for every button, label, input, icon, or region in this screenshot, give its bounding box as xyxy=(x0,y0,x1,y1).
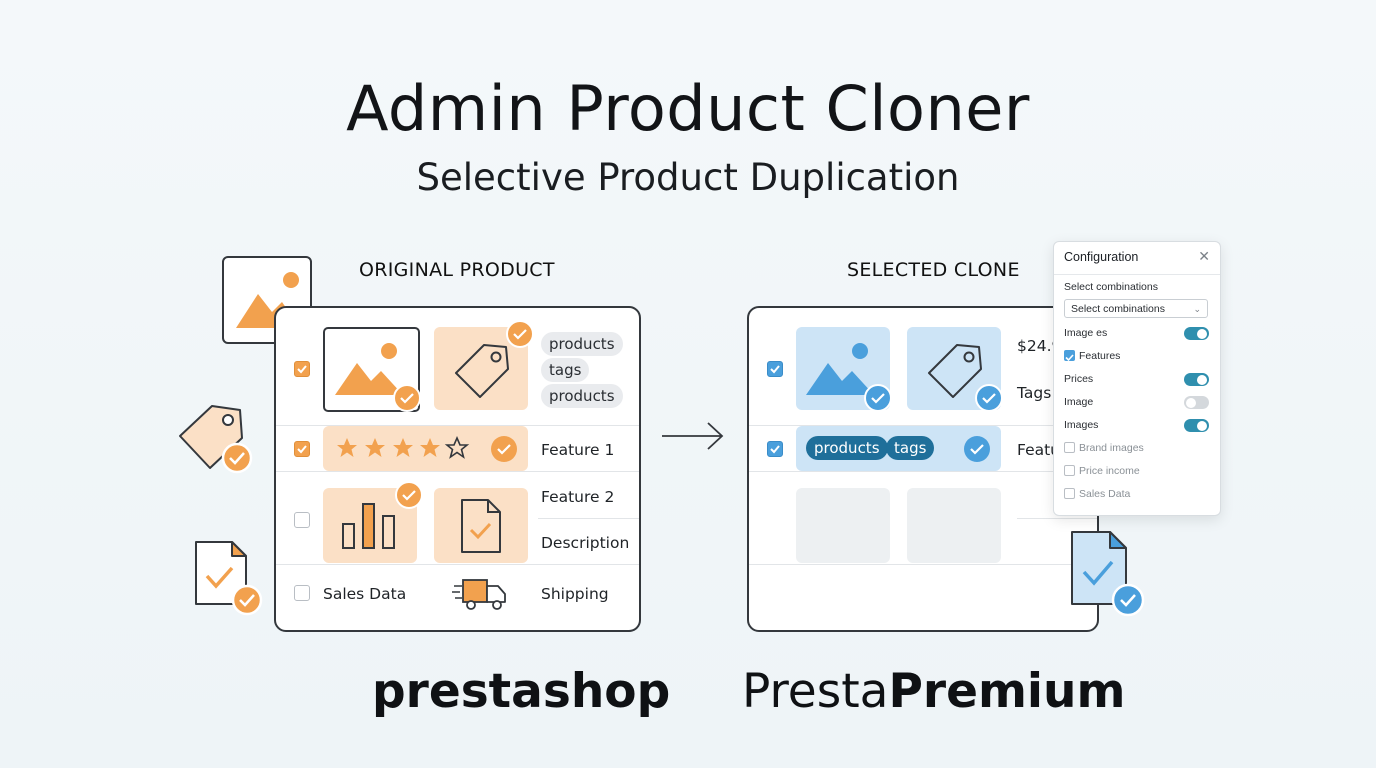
original-product-card: products tags products Feature 1 xyxy=(274,306,641,632)
close-icon[interactable]: ✕ xyxy=(1198,248,1210,264)
clone-image-tile[interactable] xyxy=(796,327,892,412)
clone-price: $24.9 xyxy=(1017,337,1062,355)
selected-clone-card: $24.9 Tags products tags Featu xyxy=(747,306,1099,632)
option-sales-data-label: Sales Data xyxy=(1079,488,1131,500)
prestashop-logo: prestashop xyxy=(372,664,671,719)
check-circle-icon xyxy=(964,436,990,462)
floating-document-icon xyxy=(192,538,264,616)
clone-tag-tile[interactable] xyxy=(907,327,1003,412)
clone-feature-label: Featu xyxy=(1017,441,1061,459)
feature-2-checkbox[interactable] xyxy=(294,512,310,528)
prices-toggle[interactable] xyxy=(1184,373,1209,386)
prestapremium-logo: PrestaPremium xyxy=(742,664,1125,719)
check-badge-icon xyxy=(975,384,1003,412)
clone-feature-checkbox[interactable] xyxy=(767,441,783,457)
arrow-right-icon xyxy=(660,420,726,452)
check-badge-icon xyxy=(506,320,534,348)
tag-pill: tags xyxy=(541,358,590,382)
logo-presta-text: Presta xyxy=(742,664,889,719)
sales-data-option-checkbox[interactable] xyxy=(1064,488,1075,499)
tag-pill: products xyxy=(806,436,888,460)
tag-pill: products xyxy=(541,332,623,356)
image-checkbox[interactable] xyxy=(294,361,310,377)
check-badge-icon xyxy=(395,481,423,509)
clone-image-checkbox[interactable] xyxy=(767,361,783,377)
image-tile[interactable] xyxy=(323,327,421,412)
chevron-down-icon: ⌄ xyxy=(1193,304,1201,314)
select-combinations-value: Select combinations xyxy=(1071,303,1165,315)
floating-tag-icon xyxy=(172,398,262,478)
features-checkbox[interactable] xyxy=(1064,350,1075,362)
clone-tags-label: Tags xyxy=(1017,384,1052,402)
rating-tile[interactable] xyxy=(323,426,528,471)
select-combinations-label: Select combinations xyxy=(1064,281,1158,293)
feature-1-label: Feature 1 xyxy=(541,441,615,459)
document-tile[interactable] xyxy=(434,488,528,563)
select-combinations-dropdown[interactable]: Select combinations ⌄ xyxy=(1064,299,1208,318)
clone-tags-tile[interactable]: products tags xyxy=(796,426,1001,471)
empty-slot xyxy=(907,488,1001,563)
configuration-header: Configuration ✕ xyxy=(1054,242,1220,275)
option-image-label: Image xyxy=(1064,396,1094,408)
shipping-label: Shipping xyxy=(541,585,609,603)
option-features-label: Features xyxy=(1079,350,1121,362)
option-price-income-label: Price income xyxy=(1079,465,1140,477)
rating-stars-icon xyxy=(337,435,517,462)
tag-pill: tags xyxy=(886,436,935,460)
original-product-label: ORIGINAL PRODUCT xyxy=(359,259,555,281)
option-images-label: Image es xyxy=(1064,327,1108,339)
price-income-checkbox[interactable] xyxy=(1064,465,1075,476)
selected-clone-label: SELECTED CLONE xyxy=(847,259,1020,281)
sales-data-label: Sales Data xyxy=(323,585,407,603)
sales-data-checkbox[interactable] xyxy=(294,585,310,601)
truck-icon xyxy=(452,574,508,614)
brand-images-checkbox[interactable] xyxy=(1064,442,1075,453)
page-subtitle: Selective Product Duplication xyxy=(416,156,960,199)
floating-clone-document-icon xyxy=(1068,528,1148,618)
images-2-toggle[interactable] xyxy=(1184,419,1209,432)
description-label: Description xyxy=(541,534,630,552)
tag-pill: products xyxy=(541,384,623,408)
floating-image-icon xyxy=(222,256,312,344)
empty-slot xyxy=(796,488,890,563)
logo-premium-text: Premium xyxy=(888,664,1126,719)
option-images-2-label: Images xyxy=(1064,419,1099,431)
option-prices-label: Prices xyxy=(1064,373,1094,385)
feature-2-label: Feature 2 xyxy=(541,488,615,506)
configuration-panel: Configuration ✕ Select combinations Sele… xyxy=(1053,241,1221,516)
page-title: Admin Product Cloner xyxy=(346,72,1030,145)
feature-1-checkbox[interactable] xyxy=(294,441,310,457)
check-badge-icon xyxy=(864,384,892,412)
tag-tile[interactable] xyxy=(434,320,534,410)
configuration-title: Configuration xyxy=(1064,250,1139,264)
option-brand-images-label: Brand images xyxy=(1079,442,1144,454)
chart-tile[interactable] xyxy=(323,481,423,563)
images-toggle[interactable] xyxy=(1184,327,1209,340)
image-toggle[interactable] xyxy=(1184,396,1209,409)
check-badge-icon xyxy=(393,384,421,412)
